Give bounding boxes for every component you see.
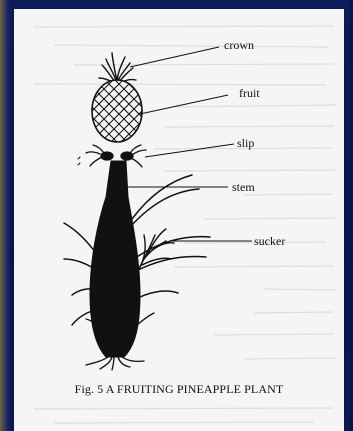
crown-pointer xyxy=(130,47,219,67)
label-slip: slip xyxy=(237,136,254,150)
roots-drawing xyxy=(86,357,144,370)
slide-right-edge xyxy=(349,0,353,431)
slide-left-edge xyxy=(0,0,10,431)
label-fruit: fruit xyxy=(239,86,260,100)
scanned-page: crown fruit slip stem sucker Fig. 5 A FR… xyxy=(14,9,344,431)
crown-drawing xyxy=(99,53,136,83)
slip-pointer xyxy=(145,144,234,157)
label-crown: crown xyxy=(224,38,254,52)
sucker-drawing xyxy=(138,229,174,271)
label-stem: stem xyxy=(232,180,255,194)
pineapple-plant-diagram: crown fruit slip stem sucker xyxy=(14,9,344,431)
label-sucker: sucker xyxy=(254,234,285,248)
fruit-pointer xyxy=(140,95,228,114)
figure-caption: Fig. 5 A FRUITING PINEAPPLE PLANT xyxy=(14,382,344,397)
stem-drawing xyxy=(90,161,140,357)
